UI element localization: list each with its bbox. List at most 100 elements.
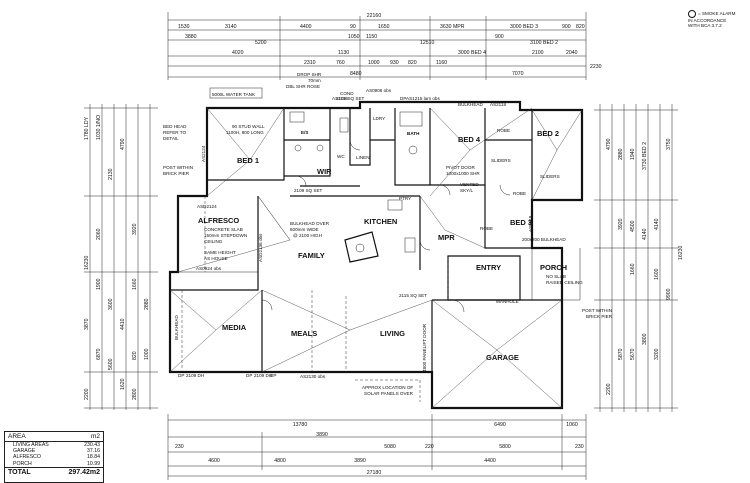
note-solar: APPROX LOCATION OF: [362, 385, 413, 390]
room-bed2: BED 2: [537, 129, 559, 138]
room-ldry: LDRY: [373, 116, 385, 121]
smoke-alarm-legend: = SMOKE ALARM IN ACCORDANCE WITH BCA 3.7…: [688, 10, 748, 28]
window-tags: AS0906 obs DPAS1215 lam obs AS2115 AS211…: [186, 88, 533, 379]
top-dim: 3000 BED 4: [458, 50, 486, 56]
note-bulkhead: BULKHEAD OVER: [290, 221, 330, 226]
room-family: FAMILY: [298, 251, 325, 260]
top-dim-overall: 22160: [367, 13, 382, 19]
top-dim: 1530: [178, 24, 190, 30]
room-bed3: BED 3: [510, 218, 532, 227]
smoke-alarm-icon: [688, 10, 696, 18]
note-dp: DP: [178, 373, 184, 378]
right-dim: 3800: [642, 333, 648, 345]
note-bulkhead: 600mm WIDE: [290, 227, 319, 232]
top-dim: 2100: [532, 50, 544, 56]
top-dim: 3100 BED 2: [530, 40, 558, 46]
right-dim: 4790: [606, 138, 612, 150]
left-dim: 3870: [84, 318, 90, 330]
room-meals: MEALS: [291, 329, 317, 338]
top-dim: 900: [562, 24, 571, 30]
room-pantry: PTRY: [399, 196, 411, 201]
room-wc: WC: [337, 154, 345, 159]
room-mpr: MPR: [438, 233, 455, 242]
top-dim: 900: [495, 34, 504, 40]
right-dim: 3920: [618, 218, 624, 230]
top-dim: 3880: [185, 34, 197, 40]
note-sq-set: 2109 SQ SET: [294, 188, 323, 193]
room-living: LIVING: [380, 329, 405, 338]
right-dim: 1940: [630, 148, 636, 160]
area-value: 10.99: [87, 460, 100, 467]
note-alfresco: CONCRETE SLAB: [204, 227, 243, 232]
top-dim: 90: [350, 24, 356, 30]
note-dp: DP: [246, 373, 252, 378]
area-total-label: TOTAL: [8, 468, 31, 476]
window-tag: AS2118: [490, 102, 506, 107]
note-porch: RAISED CEILING: [546, 280, 583, 285]
bottom-dim: 13780: [293, 422, 308, 428]
room-entry: ENTRY: [476, 263, 501, 272]
room-robe: ROBE: [480, 226, 493, 231]
note-post: POST WITHIN: [582, 308, 612, 313]
note-bulkhead: BULKHEAD: [174, 315, 179, 340]
room-linen: LINEN: [356, 155, 370, 160]
bottom-dim: 220: [425, 444, 434, 450]
note-alfresco: 150mm STEPDOWN: [204, 233, 247, 238]
top-dim: 1130: [338, 50, 349, 56]
top-dim: 1000: [368, 60, 380, 66]
area-value: 230.43: [84, 442, 100, 448]
room-kitchen: KITCHEN: [364, 217, 397, 226]
window-tag: AS2130 obs: [300, 374, 326, 379]
right-dim: 3730 BED 2: [642, 142, 648, 170]
right-dim: 9900: [666, 288, 672, 300]
legend-line: WITH BCA 3.7.2: [688, 23, 722, 29]
left-dimension-labels: 1780 LDY 1030 1/NO 4790 2130 3920 2060 3…: [84, 115, 150, 400]
top-dim: 2310: [304, 60, 316, 66]
top-dim: 1150: [366, 34, 377, 40]
note-sliders: SLIDERS: [491, 158, 511, 163]
note-porch: NO SLAB: [546, 274, 566, 279]
bottom-dim: 3890: [354, 458, 366, 464]
window-tag: AS0924 obs: [196, 266, 222, 271]
area-label: LIVING AREAS: [13, 442, 49, 448]
note-drop-shr: DROP SHR: [297, 72, 322, 77]
kitchen-island: [344, 199, 416, 263]
top-dim: 7070: [512, 71, 524, 77]
note-sq-set: 2109 SQ SET: [336, 96, 365, 101]
bottom-dim: 3890: [316, 432, 328, 438]
note-pivot-door: 1000x1000 SHR: [446, 171, 480, 176]
window-tag: 2109 DH: [186, 373, 204, 378]
bottom-dim: 230: [575, 444, 584, 450]
left-dim: 1000: [144, 348, 150, 360]
left-dim: 1900: [96, 278, 102, 290]
note-dp: DP: [270, 373, 276, 378]
note-dbl-shr-rose: DBL SHR ROSE: [286, 84, 320, 89]
top-dim: 5200: [255, 40, 267, 46]
top-dim: 3630 MPR: [440, 24, 465, 30]
top-dimension-lines: [167, 12, 587, 80]
room-bed1: BED 1: [237, 156, 259, 165]
area-table-header: AREA m2: [5, 432, 103, 442]
right-dim: 5670: [630, 348, 636, 360]
area-total: TOTAL 297.42m2: [5, 466, 103, 477]
right-dim: 3200: [654, 348, 660, 360]
note-stud-wall: 1100H, 800 LONG: [226, 130, 264, 135]
right-dim: 1660: [630, 263, 636, 275]
top-dim: 8480: [350, 71, 362, 77]
right-dim: 4500: [630, 220, 636, 232]
right-dim: 5870: [618, 348, 624, 360]
note-bed-head: REFER TO: [163, 130, 186, 135]
plan-notes: 5000L WATER TANK DROP SHR 70mm DBL SHR R…: [163, 72, 613, 396]
bottom-dim: 4400: [484, 458, 496, 464]
room-es: E/S: [301, 130, 308, 135]
left-dim-overall: 16230: [84, 255, 90, 270]
right-dimension-lines: [594, 104, 678, 412]
legend-line: IN ACCORDANCE: [688, 18, 727, 23]
bottom-dim: 4800: [274, 458, 286, 464]
left-dim: 2060: [96, 228, 102, 240]
note-drop-shr: 70mm: [308, 78, 321, 83]
roof-hip-lines: [169, 107, 583, 409]
bottom-dim: 1060: [566, 422, 578, 428]
note-bed-head: BED HEAD: [163, 124, 187, 129]
bottom-dim: 230: [175, 444, 184, 450]
